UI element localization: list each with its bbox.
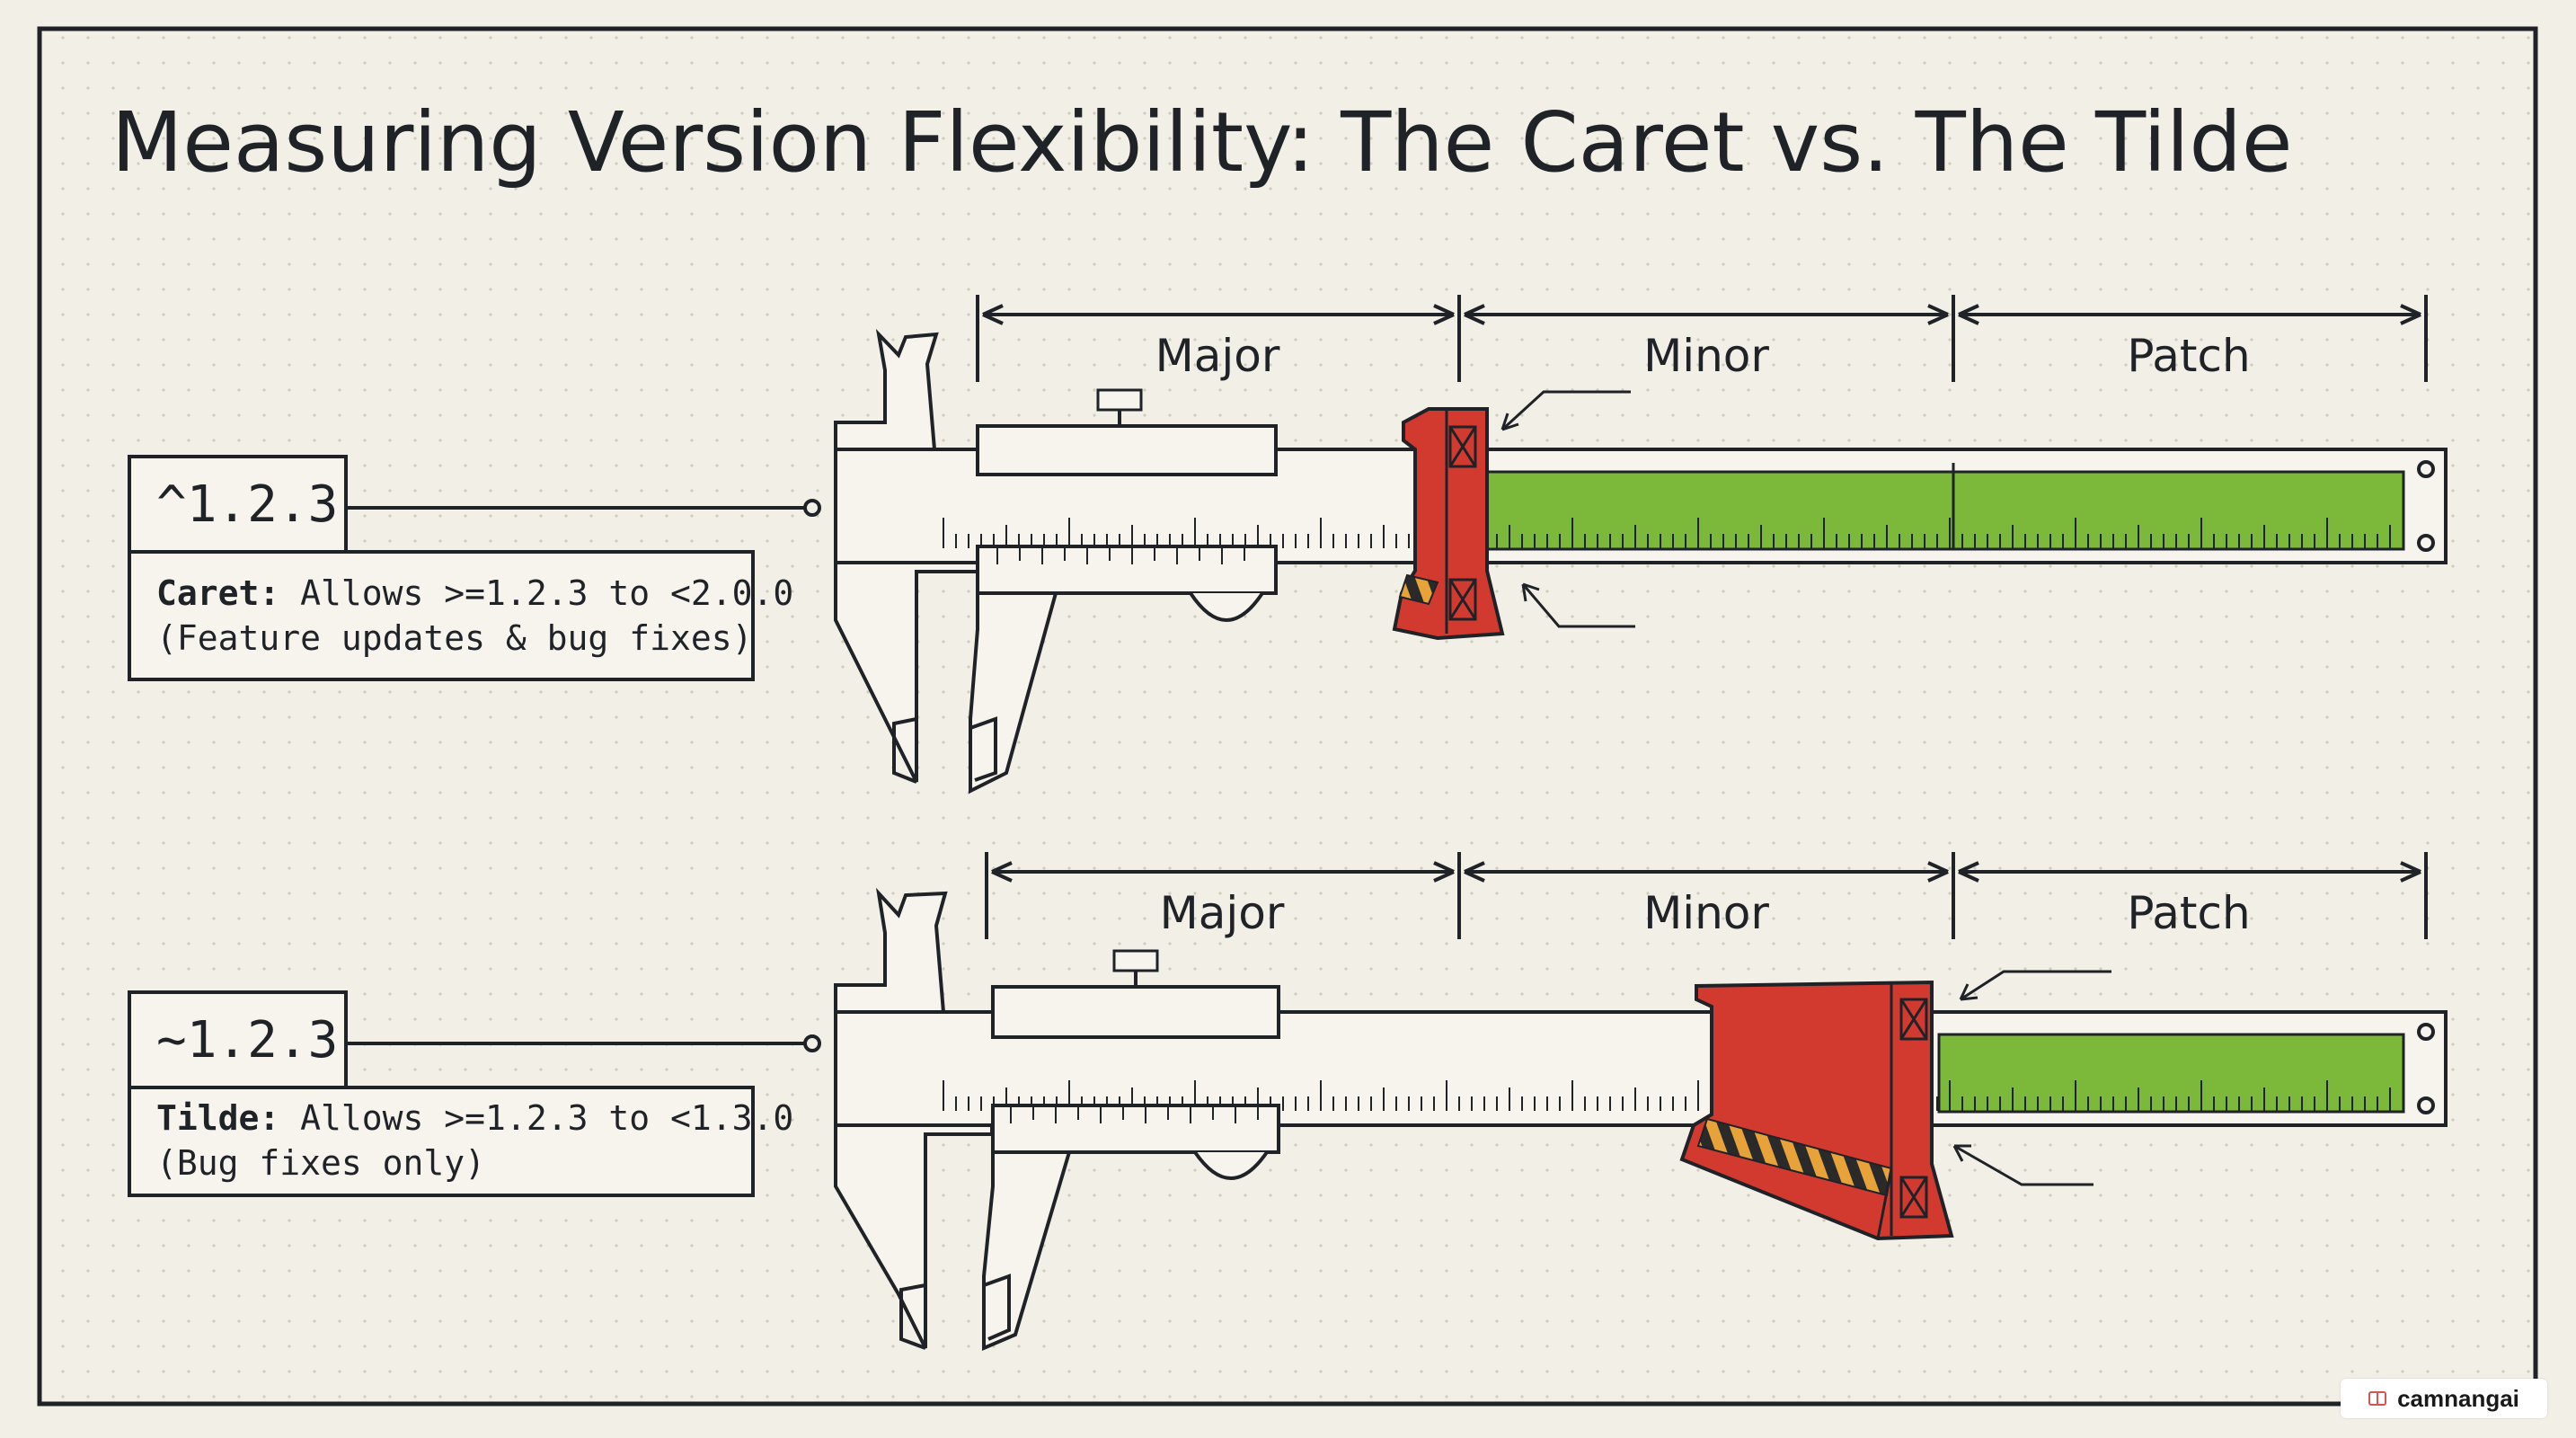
- description-tilde-text: Allows >=1.2.3 to <1.3.0: [279, 1098, 793, 1138]
- slider-hatch-caret: [1398, 573, 1439, 606]
- description-caret-bold: Caret:: [156, 573, 279, 613]
- screw-icon: [2417, 460, 2435, 478]
- thumb-wheel-caret: [1189, 591, 1264, 622]
- connector-dot-tilde: [803, 1034, 821, 1052]
- allowed-range-tilde: [1937, 1033, 2405, 1114]
- pointer-arrow-tilde-bottom: [1952, 1144, 2094, 1186]
- description-caret-text: Allows >=1.2.3 to <2.0.0: [279, 573, 793, 613]
- connector-dot-caret: [803, 499, 821, 517]
- description-tilde-line1: Tilde: Allows >=1.2.3 to <1.3.0: [156, 1098, 793, 1138]
- pointer-arrow-caret-top: [1500, 390, 1631, 431]
- fixed-jaw-tilde: [834, 887, 948, 1014]
- allowed-range-caret: [1485, 470, 2405, 551]
- segment-labels-tilde: Major Minor Patch: [1160, 887, 2251, 939]
- version-tilde: ~1.2.3: [156, 1011, 338, 1070]
- lock-screw-tilde: [1112, 949, 1159, 972]
- version-caret: ^1.2.3: [156, 475, 338, 534]
- version-box-caret: [128, 455, 348, 554]
- screw-icon: [2417, 1096, 2435, 1114]
- vernier-top-tilde: [991, 985, 1280, 1039]
- description-caret-line1: Caret: Allows >=1.2.3 to <2.0.0: [156, 573, 793, 613]
- slider-marks-tilde: [1876, 982, 1928, 1239]
- fixed-jaw-tip-tilde: [899, 1283, 926, 1350]
- watermark-text: camnangai: [2397, 1384, 2519, 1412]
- pointer-arrow-caret-bottom: [1521, 582, 1635, 628]
- vernier-top-caret: [976, 424, 1278, 476]
- scale-ticks-caret: [943, 518, 2391, 548]
- segment-label-patch: Patch: [2127, 887, 2250, 939]
- version-box-tilde: [128, 990, 348, 1089]
- description-box-tilde: [128, 1086, 755, 1197]
- fixed-jaw-tip-caret: [892, 717, 917, 784]
- caliper-tilde: [128, 852, 2448, 1352]
- vernier-ticks-caret: [996, 548, 1245, 564]
- lock-screw-caret: [1096, 388, 1143, 412]
- movable-jaw-caret: [969, 591, 1058, 794]
- segment-label-patch: Patch: [2127, 330, 2250, 382]
- dimension-lines-caret: [976, 295, 2428, 382]
- segment-label-minor: Minor: [1643, 887, 1769, 939]
- segment-label-major: Major: [1160, 887, 1285, 939]
- slider-marks-caret: [1445, 409, 1477, 634]
- segment-label-minor: Minor: [1643, 330, 1769, 382]
- caliper-caret: [128, 295, 2448, 794]
- watermark-badge: camnangai: [2341, 1379, 2547, 1418]
- dimension-lines-tilde: [985, 852, 2428, 939]
- page-title: Measuring Version Flexibility: The Caret…: [111, 94, 2293, 191]
- screw-icon: [2417, 1023, 2435, 1041]
- description-tilde-line2: (Bug fixes only): [156, 1143, 485, 1183]
- vernier-bottom-tilde: [991, 1104, 1280, 1154]
- segment-labels-caret: Major Minor Patch: [1155, 330, 2251, 382]
- screw-icon: [2417, 534, 2435, 552]
- pointer-arrow-tilde-top: [1959, 970, 2111, 1001]
- description-tilde-bold: Tilde:: [156, 1098, 279, 1138]
- outer-frame: [37, 26, 2538, 1407]
- dot-grid: [41, 31, 2536, 1404]
- movable-jaw-tilde: [982, 1150, 1072, 1352]
- fixed-jaw-caret: [834, 328, 939, 451]
- segment-label-major: Major: [1155, 330, 1280, 382]
- watermark-logo-icon: [2368, 1391, 2387, 1406]
- vernier-ticks-tilde: [1010, 1107, 1259, 1123]
- description-box-caret: [128, 550, 755, 681]
- vernier-bottom-caret: [976, 545, 1278, 595]
- description-caret-line2: (Feature updates & bug fixes): [156, 618, 752, 658]
- thumb-wheel-tilde: [1193, 1150, 1269, 1180]
